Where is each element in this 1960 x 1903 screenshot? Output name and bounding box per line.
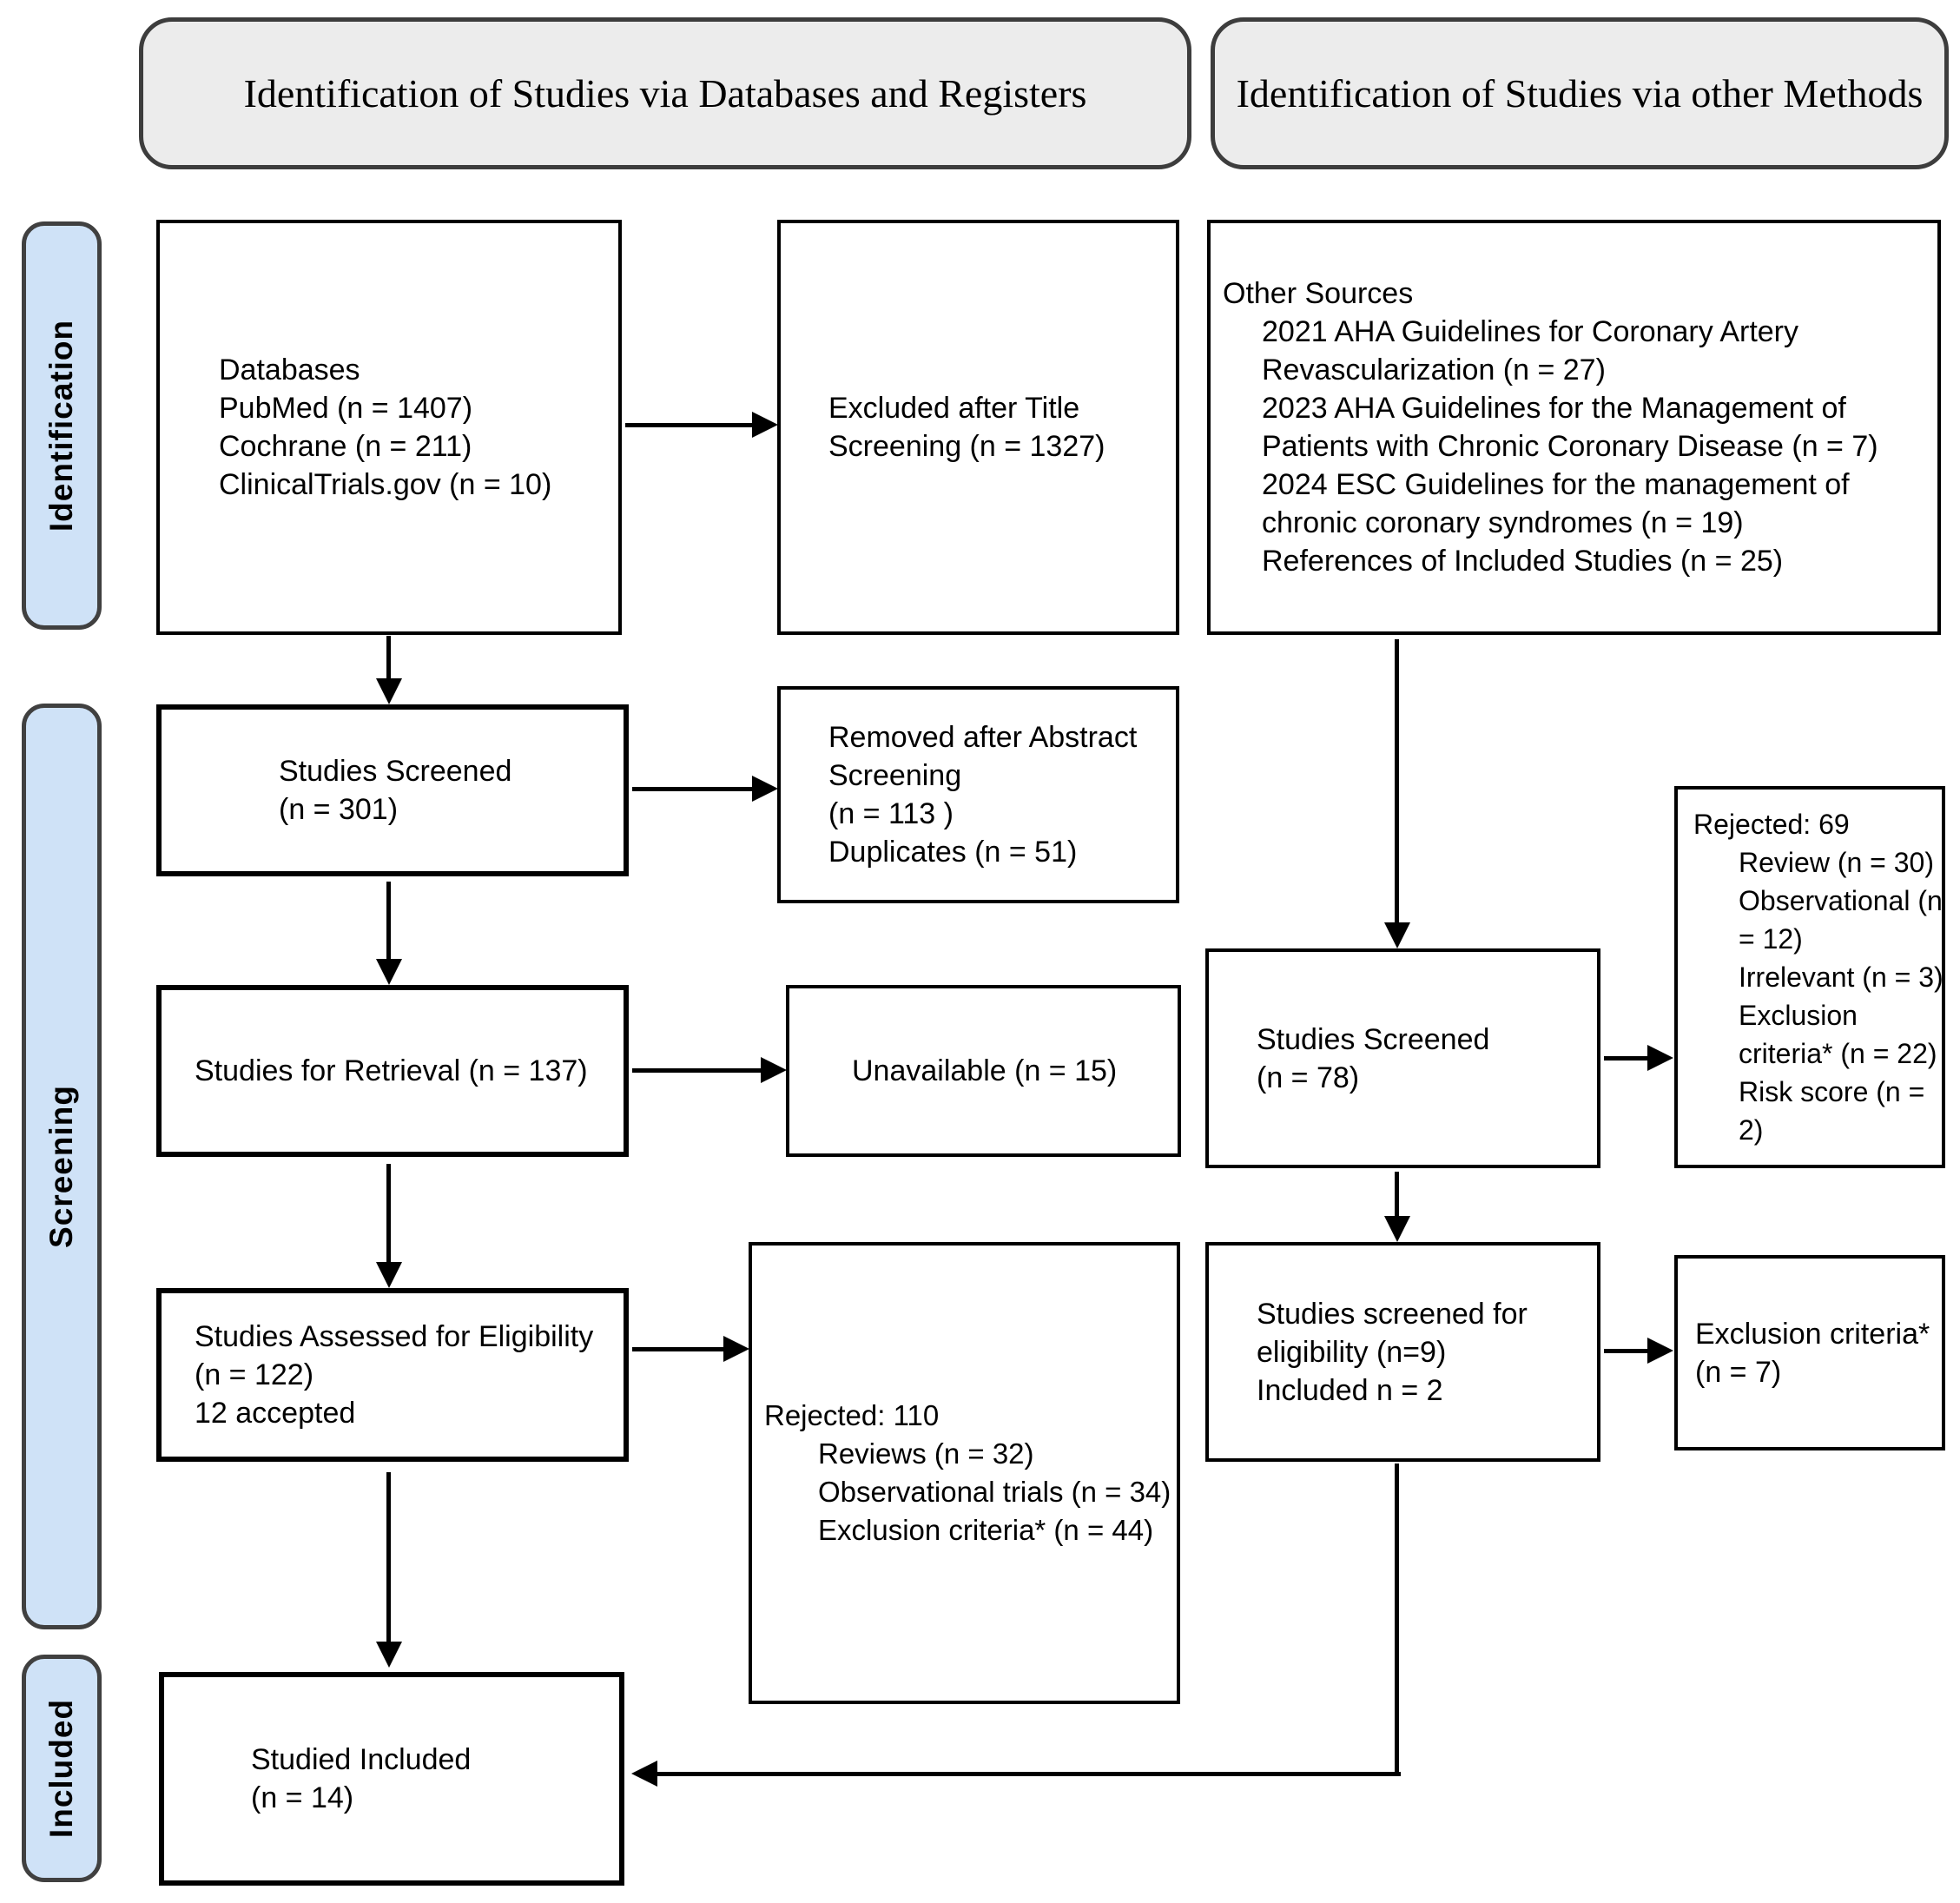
connector-to-included-line (657, 1772, 1401, 1776)
arrow-screened78-to-rejected69-line (1604, 1056, 1649, 1061)
arrow-databases-to-excluded-head (752, 412, 778, 438)
arrow-screened-to-removed-line (632, 787, 754, 791)
phase-screening-label: Screening (43, 1085, 79, 1248)
text-line: 12 accepted (195, 1397, 356, 1430)
text-line: Excluded after Title (828, 392, 1080, 425)
text-line: (n = 7) (1695, 1355, 1782, 1389)
phase-identification: Identification (22, 221, 102, 630)
box-assessed-eligibility: Studies Assessed for Eligibility (n = 12… (156, 1288, 629, 1462)
text-line: Exclusion criteria* (n = 44) (818, 1514, 1154, 1546)
text-line: Exclusion criteria* (1695, 1317, 1930, 1351)
text-line: Observational trials (n = 34) (818, 1476, 1171, 1508)
arrow-screened-to-removed-head (752, 776, 778, 802)
arrow-assessed-to-included-head (376, 1642, 402, 1668)
arrow-screened78-to-eligibility-head (1384, 1216, 1410, 1242)
phase-included-label: Included (43, 1698, 79, 1839)
header-databases-registers: Identification of Studies via Databases … (139, 17, 1191, 169)
text-line: Cochrane (n = 211) (219, 430, 472, 463)
arrow-databases-to-screened-line (386, 636, 391, 679)
text-line: 2) (1739, 1114, 1764, 1146)
phase-included: Included (22, 1655, 102, 1882)
text-line: Risk score (n = (1739, 1076, 1925, 1107)
header-other-methods: Identification of Studies via other Meth… (1211, 17, 1949, 169)
arrow-databases-to-screened-head (376, 678, 402, 704)
header-left-label: Identification of Studies via Databases … (243, 71, 1087, 116)
text-line: Studies for Retrieval (n = 137) (195, 1054, 588, 1087)
arrow-eligibility-to-exclusion7-line (1604, 1349, 1649, 1353)
text-line: = 12) (1739, 923, 1803, 955)
header-right-label: Identification of Studies via other Meth… (1236, 71, 1924, 116)
text-line: eligibility (n=9) (1257, 1335, 1447, 1369)
text-line: (n = 78) (1257, 1061, 1360, 1094)
arrow-screened-to-retrieval-line (386, 882, 391, 960)
box-screened-eligibility-9: Studies screened for eligibility (n=9) I… (1205, 1242, 1600, 1462)
text-line: (n = 14) (251, 1781, 354, 1814)
box-exclusion-criteria-7: Exclusion criteria* (n = 7) (1674, 1255, 1945, 1450)
box-rejected-69: Rejected: 69 Review (n = 30) Observation… (1674, 786, 1945, 1168)
text-line: 2024 ESC Guidelines for the management o… (1262, 468, 1850, 501)
text-line: 2021 AHA Guidelines for Coronary Artery (1262, 315, 1798, 348)
text-line: Removed after Abstract (828, 721, 1138, 754)
text-line: Studies Screened (279, 755, 512, 788)
box-removed-abstract-screening: Removed after Abstract Screening (n = 11… (777, 686, 1179, 903)
text-line: Rejected: 69 (1693, 809, 1850, 840)
text-line: (n = 122) (195, 1358, 314, 1391)
text-line: Screening (n = 1327) (828, 430, 1105, 463)
text-line: ClinicalTrials.gov (n = 10) (219, 468, 552, 501)
text-line: Studies screened for (1257, 1297, 1528, 1331)
arrow-retrieval-to-unavailable-line (632, 1068, 762, 1073)
phase-identification-label: Identification (43, 319, 80, 532)
box-excluded-title-screening: Excluded after Title Screening (n = 1327… (777, 220, 1179, 635)
text-line: criteria* (n = 22) (1739, 1038, 1937, 1069)
box-databases: Databases PubMed (n = 1407) Cochrane (n … (156, 220, 622, 635)
text-line: References of Included Studies (n = 25) (1262, 545, 1784, 578)
text-line: PubMed (n = 1407) (219, 392, 473, 425)
arrow-assessed-to-included-line (386, 1472, 391, 1642)
arrow-eligibility-to-exclusion7-head (1647, 1338, 1673, 1364)
connector-to-included-head (631, 1761, 657, 1787)
arrow-screened-to-retrieval-head (376, 959, 402, 985)
text-line: Review (n = 30) (1739, 847, 1934, 878)
arrow-screened78-to-eligibility-line (1395, 1172, 1399, 1218)
text-line: Studied Included (251, 1743, 472, 1776)
text-line: Revascularization (n = 27) (1262, 354, 1606, 387)
arrow-assessed-to-rejected110-head (723, 1336, 749, 1362)
text-line: Databases (219, 354, 360, 387)
connector-eligibility-down-line (1395, 1464, 1399, 1774)
arrow-retrieval-to-unavailable-head (761, 1057, 787, 1083)
arrow-othersources-to-screened78-line (1395, 639, 1399, 924)
arrow-othersources-to-screened78-head (1384, 922, 1410, 948)
arrow-retrieval-to-assessed-head (376, 1262, 402, 1288)
text-line: Exclusion (1739, 1000, 1858, 1031)
box-studies-screened-301: Studies Screened (n = 301) (156, 704, 629, 876)
text-line: 2023 AHA Guidelines for the Management o… (1262, 392, 1846, 425)
box-rejected-110: Rejected: 110 Reviews (n = 32) Observati… (749, 1242, 1180, 1704)
box-studied-included: Studied Included (n = 14) (159, 1672, 624, 1886)
text-line: Observational (n (1739, 885, 1943, 916)
text-line: Included n = 2 (1257, 1373, 1443, 1407)
text-line: Studies Screened (1257, 1022, 1490, 1056)
text-line: Patients with Chronic Coronary Disease (… (1262, 430, 1878, 463)
text-line: Studies Assessed for Eligibility (195, 1320, 594, 1353)
box-studies-screened-78: Studies Screened (n = 78) (1205, 948, 1600, 1168)
arrow-screened78-to-rejected69-head (1647, 1045, 1673, 1071)
text-line: Rejected: 110 (764, 1399, 940, 1431)
text-line: chronic coronary syndromes (n = 19) (1262, 506, 1744, 539)
arrow-databases-to-excluded-line (625, 423, 754, 427)
arrow-assessed-to-rejected110-line (632, 1347, 726, 1351)
phase-screening: Screening (22, 704, 102, 1629)
box-other-sources: Other Sources 2021 AHA Guidelines for Co… (1207, 220, 1941, 635)
text-line: Unavailable (n = 15) (852, 1054, 1118, 1087)
text-line: (n = 113 ) (828, 797, 954, 830)
text-line: Reviews (n = 32) (818, 1437, 1034, 1470)
box-unavailable: Unavailable (n = 15) (786, 985, 1181, 1157)
text-line: Other Sources (1223, 277, 1414, 310)
text-line: Irrelevant (n = 3) (1739, 961, 1944, 993)
text-line: Duplicates (n = 51) (828, 836, 1078, 869)
text-line: (n = 301) (279, 793, 399, 826)
text-line: Screening (828, 759, 962, 792)
arrow-retrieval-to-assessed-line (386, 1164, 391, 1263)
box-studies-for-retrieval: Studies for Retrieval (n = 137) (156, 985, 629, 1157)
